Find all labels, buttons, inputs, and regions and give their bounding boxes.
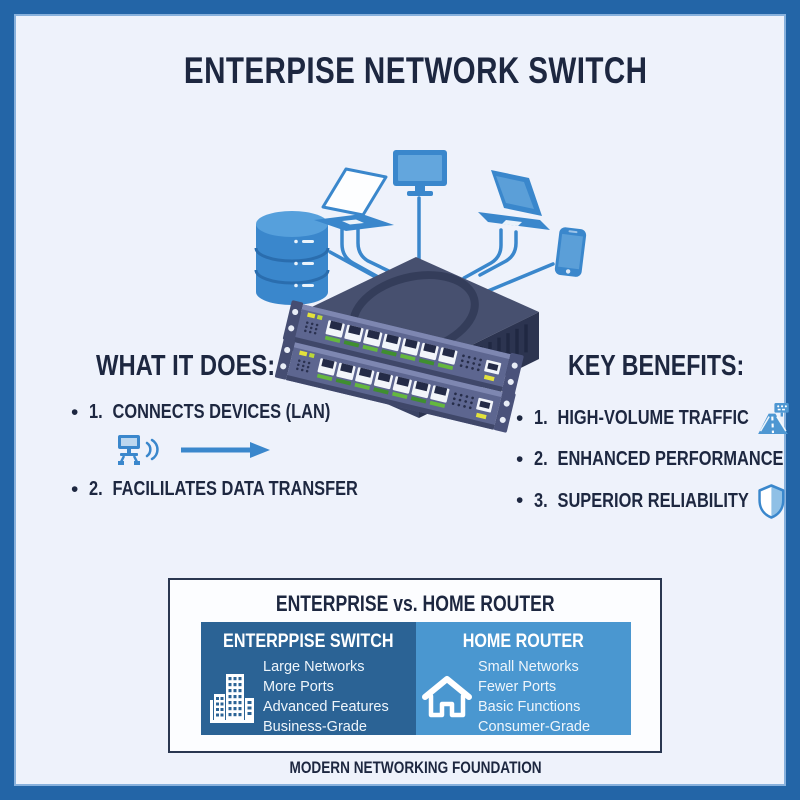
feature-item: Fewer Ports [478,679,557,695]
key-benefits-heading: KEY BENEFITS: [567,350,745,382]
infographic-canvas: ENTERPISE NETWORK SWITCH [14,14,789,786]
list-item: 3. SUPERIOR RELIABILITY [516,483,796,519]
item-label: HIGH-VOLUME TRAFFIC [557,407,749,429]
network-diagram [254,150,587,433]
column-header: HOME ROUTER [462,631,585,652]
right-arrow-icon [181,442,270,458]
laptop-icon-right [478,170,550,230]
key-benefits-section: KEY BENEFITS: 1. HIGH-VOLUME TRAFFIC [516,350,796,519]
list-item: 1. HIGH-VOLUME TRAFFIC [516,401,796,436]
laptop-icon-left [314,167,394,231]
shield-icon [758,484,785,519]
item-label: FACILILATES DATA TRANSFER [112,478,358,500]
item-number: 2. [89,478,103,500]
workstation-signal-icon [118,435,159,465]
office-building-icon [210,674,254,723]
bullet-dot [516,409,534,429]
feature-item: Large Networks [263,659,365,675]
feature-item: Business-Grade [263,719,367,735]
enterprise-switch-column: ENTERPPISE SWITCH [201,622,416,735]
column-feature-list: Large Networks More Ports Advanced Featu… [263,657,389,737]
what-it-does-section: WHAT IT DOES: 1. CONNECTS DEVICES (LAN) [71,350,411,501]
item-number: 3. [534,489,548,512]
bullet-dot [71,480,89,500]
bullet-dot [516,491,534,511]
list-item: 2. FACILILATES DATA TRANSFER [71,478,411,501]
list-item: 1. CONNECTS DEVICES (LAN) [71,401,411,424]
item-number: 2. [534,448,548,470]
feature-item: Consumer-Grade [478,719,591,735]
feature-item: Small Networks [478,659,579,675]
item-label: CONNECTS DEVICES (LAN) [112,401,331,423]
bullet-dot [516,450,534,470]
item-number: 1. [534,407,548,429]
smartphone-icon [554,227,587,277]
list-item: 2. ENHANCED PERFORMANCE [516,448,796,471]
house-icon [422,676,472,718]
column-header: ENTERPPISE SWITCH [223,631,394,652]
bullet-dot [71,403,89,423]
feature-item: Advanced Features [263,699,389,715]
item-label: SUPERIOR RELIABILITY [557,489,749,512]
item-number: 1. [89,401,103,423]
connection-lines [328,196,555,293]
home-router-column: HOME ROUTER Small Networks Fewer Ports B… [416,622,631,735]
item-label: ENHANCED PERFORMANCE [557,448,784,470]
what-it-does-heading: WHAT IT DOES: [96,350,276,382]
page-title: ENTERPISE NETWORK SWITCH [184,50,648,91]
feature-item: More Ports [263,679,334,695]
monitor-icon [393,150,447,196]
comparison-title: ENTERPRISE vs. HOME ROUTER [275,591,555,616]
column-feature-list: Small Networks Fewer Ports Basic Functio… [478,657,590,737]
database-icon [254,211,330,305]
lan-flow-row [116,432,411,468]
footer-caption: MODERN NETWORKING FOUNDATION [289,758,543,777]
feature-item: Basic Functions [478,699,581,715]
comparison-table: ENTERPRISE vs. HOME ROUTER ENTERPPISE SW… [168,578,662,753]
highway-icon [758,402,789,435]
